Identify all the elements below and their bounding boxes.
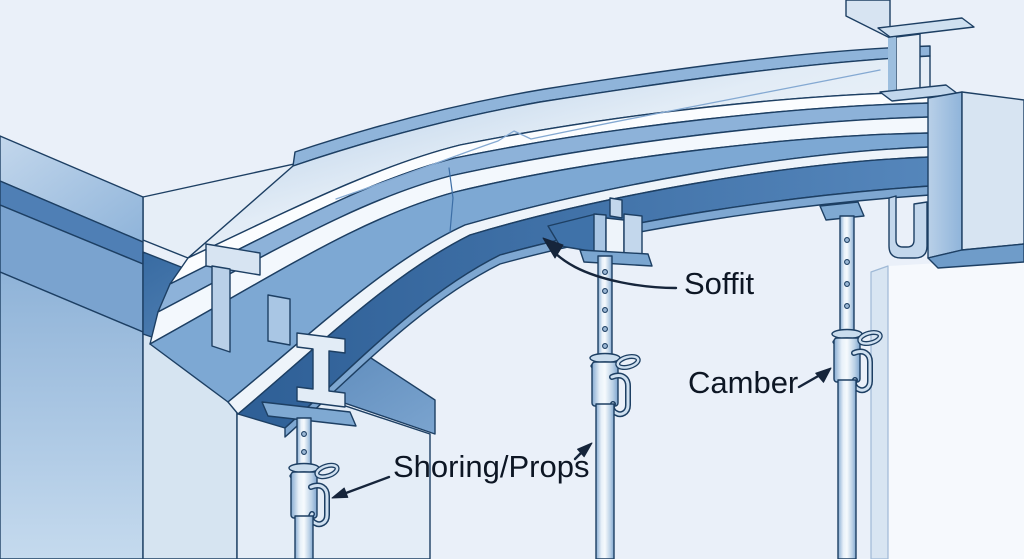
pin-hole [844, 259, 850, 265]
prop-outer-tube [837, 379, 857, 559]
adjustment-collar [833, 337, 861, 383]
prop-inner-tube [296, 417, 312, 469]
edge-panel-return [961, 91, 1024, 251]
left-wall-face [0, 271, 144, 559]
vertical-board-web [211, 265, 231, 353]
edge-panel-lip [927, 243, 1024, 269]
adjust-ring-handle-inner [616, 355, 640, 369]
shoring-left-arrowhead-icon [331, 487, 349, 499]
shoring-prop-left [288, 417, 340, 559]
adjust-ring-handle-inner [858, 331, 882, 345]
edge-panel-web [927, 91, 963, 259]
pin-hole [602, 269, 608, 275]
pin-hole [602, 288, 608, 294]
girder-web-shade [888, 37, 896, 97]
channel-web-piece [267, 294, 291, 346]
adjust-ring-handle-inner [315, 464, 339, 478]
pin-hole [301, 431, 307, 437]
thread-ring [589, 352, 621, 364]
pin-hole [602, 326, 608, 332]
shoring-left-arrow-line [344, 475, 391, 495]
pin-hole [844, 237, 850, 243]
shoring-prop-right [819, 201, 883, 559]
pin-hole [301, 449, 307, 455]
shoring-props-label: Shoring/Props [393, 449, 590, 484]
soffit-label: Soffit [684, 266, 755, 301]
camber-label: Camber [688, 365, 799, 400]
girder-web [895, 33, 921, 97]
girder-top-flange [877, 17, 975, 38]
shoring-prop-middle [589, 255, 641, 559]
adjustment-collar [591, 361, 619, 407]
camber-arrowhead-icon [815, 367, 832, 383]
thread-ring [831, 328, 863, 340]
prop-head-plate-left [261, 401, 357, 427]
pin-hole [602, 343, 608, 349]
beam-panel-seam [448, 167, 454, 233]
pin-hole [844, 303, 850, 309]
pin-hole [602, 307, 608, 313]
annotation-arrows [331, 237, 832, 499]
pin-hole [844, 281, 850, 287]
right-wall-corner [870, 258, 1024, 559]
u-head-tongue [609, 197, 623, 219]
left-beam-cross-sections [205, 243, 357, 427]
u-channel-end [888, 195, 928, 259]
thread-ring [288, 462, 320, 474]
adjustment-collar [290, 471, 318, 519]
deck-panel-joint [335, 69, 881, 200]
i-beam-section [296, 332, 346, 408]
soffit-arrowhead-icon [542, 237, 564, 259]
prop-outer-tube [294, 515, 314, 559]
prop-outer-tube [595, 403, 615, 559]
shoring-right-arrowhead-icon [577, 442, 593, 458]
prop-inner-tube [839, 215, 855, 335]
u-head-back-plate [593, 213, 607, 257]
right-edge-girder [845, 0, 1024, 269]
camber-arrow-line [797, 373, 822, 389]
